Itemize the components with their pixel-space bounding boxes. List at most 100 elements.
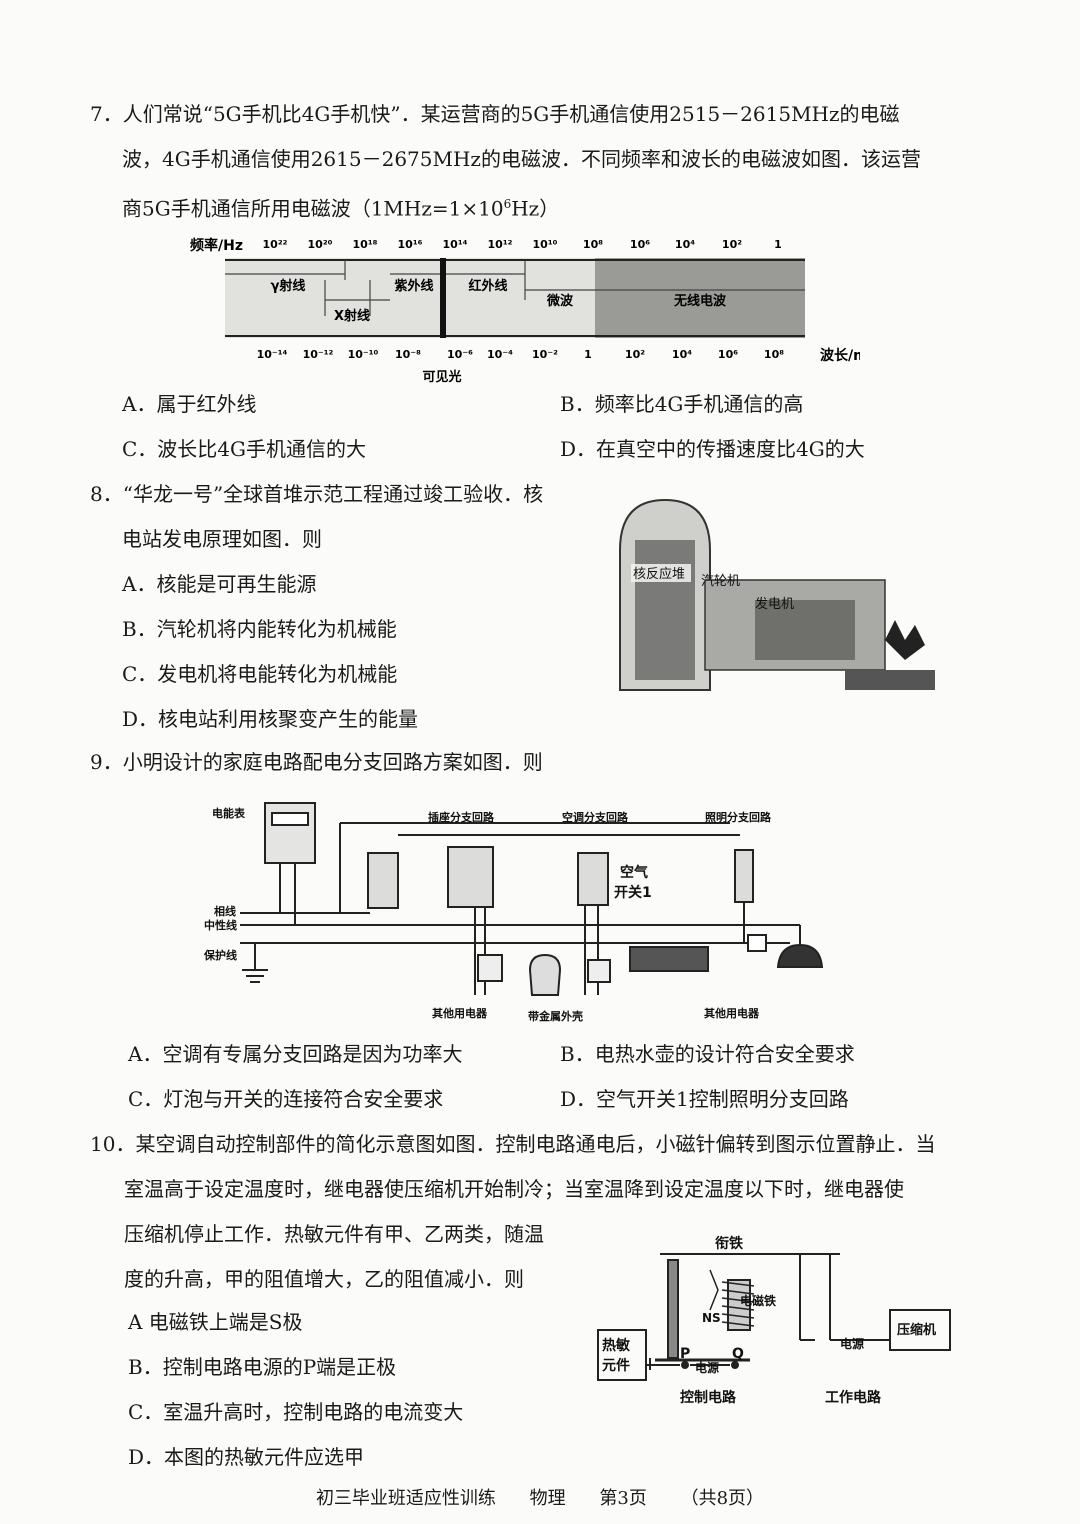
air-conditioner: [629, 946, 709, 972]
q9-option-d[interactable]: D．空气开关1控制照明分支回路: [560, 1087, 849, 1111]
metal-shell-label: 带金属外壳: [528, 1009, 583, 1023]
q7-stem-line3-b: Hz）: [511, 196, 560, 221]
radio-band-area: [595, 258, 805, 338]
control-source-label: 电源: [695, 1360, 719, 1375]
freq-tick: 10¹⁶: [398, 238, 423, 251]
power-tower-icon: [885, 620, 925, 660]
freq-tick: 10⁸: [583, 238, 603, 251]
neutral-wire-label: 中性线: [204, 918, 237, 932]
wave-tick: 10⁻¹²: [303, 348, 334, 361]
wave-tick: 10⁻¹⁴: [257, 348, 288, 361]
wave-tick: 10⁻⁶: [447, 348, 473, 361]
wave-tick: 1: [584, 348, 592, 361]
thermistor-label-bottom: 元件: [602, 1357, 630, 1374]
reactor-label-bg: [631, 564, 691, 582]
turbine-label: 汽轮机: [701, 574, 740, 589]
q10-option-d[interactable]: D．本图的热敏元件应选甲: [128, 1445, 365, 1469]
q7-stem-line3-a: 商5G手机通信所用电磁波（1MHz=1×10: [122, 196, 504, 221]
freq-tick: 10⁴: [675, 238, 695, 251]
q7-option-d[interactable]: D．在真空中的传播速度比4G的大: [560, 437, 865, 461]
wave-tick: 10⁸: [764, 348, 784, 361]
freq-tick: 10¹²: [488, 238, 513, 251]
page-footer: 初三毕业班适应性训练 物理 第3页 （共8页）: [0, 1484, 1080, 1510]
wave-axis-label: 波长/m: [820, 347, 860, 364]
socket-branch-label: 插座分支回路: [428, 810, 495, 824]
q10-option-b[interactable]: B．控制电路电源的P端是正极: [128, 1355, 397, 1379]
q8-option-d[interactable]: D．核电站利用核聚变产生的能量: [122, 707, 419, 731]
q8-option-b[interactable]: B．汽轮机将内能转化为机械能: [122, 617, 397, 641]
q10-option-c[interactable]: C．室温升高时，控制电路的电流变大: [128, 1400, 464, 1424]
thermistor-label-top: 热敏: [602, 1337, 631, 1354]
footer-subject: 物理: [529, 1488, 566, 1509]
q7-stem-line2: 波，4G手机通信使用2615－2675MHz的电磁波．不同频率和波长的电磁波如图…: [122, 147, 921, 171]
breaker1-label-bottom: 开关1: [614, 884, 652, 901]
q10-stem-line4: 度的升高，甲的阻值增大，乙的阻值减小．则: [124, 1267, 524, 1291]
live-wire-label: 相线: [214, 904, 236, 918]
wave-tick: 10²: [625, 348, 645, 361]
work-circuit-label: 工作电路: [825, 1389, 882, 1406]
q8-option-c[interactable]: C．发电机将电能转化为机械能: [122, 662, 398, 686]
wave-tick: 10⁻²: [532, 348, 558, 361]
freq-tick: 10¹⁴: [443, 238, 468, 251]
q9-option-b[interactable]: B．电热水壶的设计符合安全要求: [560, 1042, 855, 1066]
reactor-label: 核反应堆: [633, 566, 685, 582]
xray-label: X射线: [334, 308, 370, 324]
freq-tick: 10²: [722, 238, 742, 251]
electromagnet-label: 电磁铁: [740, 1293, 776, 1308]
freq-tick: 10¹⁸: [353, 238, 378, 251]
freq-tick: 10²²: [263, 238, 288, 251]
gamma-label: γ射线: [271, 278, 306, 294]
needle-south: S: [712, 1311, 721, 1325]
footer-total-pages: （共8页）: [680, 1488, 765, 1509]
ir-label: 红外线: [468, 278, 507, 294]
footer-page-number: 第3页: [599, 1488, 647, 1509]
reactor-core: [635, 540, 695, 680]
radio-label: 无线电波: [673, 293, 727, 309]
freq-tick: 10¹⁰: [533, 238, 558, 251]
terminal-q: Q: [732, 1346, 744, 1362]
power-base: [845, 670, 935, 690]
q7-stem-line3: 商5G手机通信所用电磁波（1MHz=1×106Hz）: [122, 190, 559, 223]
lighting-branch-label: 照明分支回路: [705, 810, 772, 824]
wave-tick: 10⁴: [672, 348, 692, 361]
ground-wire-label: 保护线: [203, 948, 237, 962]
q9-stem-line1: 9．小明设计的家庭电路配电分支回路方案如图．则: [90, 750, 543, 774]
work-source-label: 电源: [840, 1336, 864, 1351]
q7-stem-line1: 7．人们常说“5G手机比4G手机快”．某运营商的5G手机通信使用2515－261…: [90, 102, 900, 126]
q8-stem-line1: 8．“华龙一号”全球首堆示范工程通过竣工验收．核: [90, 482, 544, 506]
nuclear-plant-figure: 核反应堆 汽轮机 发电机: [619, 498, 935, 691]
relay-circuit-figure: 衔铁 电磁铁 N S 热敏 元件 P Q 电源 电源 压缩机 控制电路 工作电路: [597, 1235, 951, 1406]
q10-stem-line1: 10．某空调自动控制部件的简化示意图如图．控制电路通电后，小磁针偏转到图示位置静…: [90, 1132, 936, 1156]
microwave-label: 微波: [546, 293, 574, 309]
visible-light-label: 可见光: [422, 369, 461, 385]
em-spectrum-figure: 频率/Hz 10²² 10²⁰ 10¹⁸ 10¹⁶ 10¹⁴ 10¹² 10¹⁰…: [190, 237, 860, 385]
needle-north: N: [702, 1311, 712, 1325]
visible-band-mark: [440, 258, 446, 338]
generator-label: 发电机: [755, 596, 794, 612]
control-circuit-label: 控制电路: [680, 1389, 737, 1406]
q9-option-c[interactable]: C．灯泡与开关的连接符合安全要求: [128, 1087, 444, 1111]
freq-tick: 10⁶: [630, 238, 650, 251]
wave-tick: 10⁻¹⁰: [348, 348, 379, 361]
q7-option-c[interactable]: C．波长比4G手机通信的大: [122, 437, 367, 461]
wave-tick: 10⁻⁸: [395, 348, 421, 361]
q7-option-a[interactable]: A．属于红外线: [122, 392, 257, 416]
q9-option-a[interactable]: A．空调有专属分支回路是因为功率大: [128, 1042, 463, 1066]
q8-stem-line2: 电站发电原理如图．则: [122, 527, 322, 551]
q10-option-a[interactable]: A 电磁铁上端是S极: [128, 1310, 303, 1334]
footer-exam-title: 初三毕业班适应性训练: [315, 1488, 496, 1509]
terminal-p: P: [680, 1346, 690, 1362]
right-appliances-label: 其他用电器: [704, 1006, 760, 1020]
short-wave-band-area: [225, 258, 595, 338]
q8-option-a[interactable]: A．核能是可再生能源: [122, 572, 317, 596]
q10-stem-line2: 室温高于设定温度时，继电器使压缩机开始制冷；当室温降到设定温度以下时，继电器使: [124, 1177, 904, 1201]
compressor-label: 压缩机: [897, 1322, 936, 1338]
turbine-generator-unit: [755, 600, 855, 660]
ac-branch-label: 空调分支回路: [562, 810, 629, 824]
breaker1-label-top: 空气: [620, 864, 648, 881]
armature-label: 衔铁: [715, 1235, 743, 1252]
q7-stem-exponent: 6: [503, 197, 512, 211]
q7-option-b[interactable]: B．频率比4G手机通信的高: [560, 392, 804, 416]
household-circuit-figure: 电能表 相线 中性线 保护线 插座分支回路 空调分支回路 照明分支回路 其他用电…: [203, 802, 824, 1023]
left-appliances-label: 其他用电器: [432, 1006, 488, 1020]
